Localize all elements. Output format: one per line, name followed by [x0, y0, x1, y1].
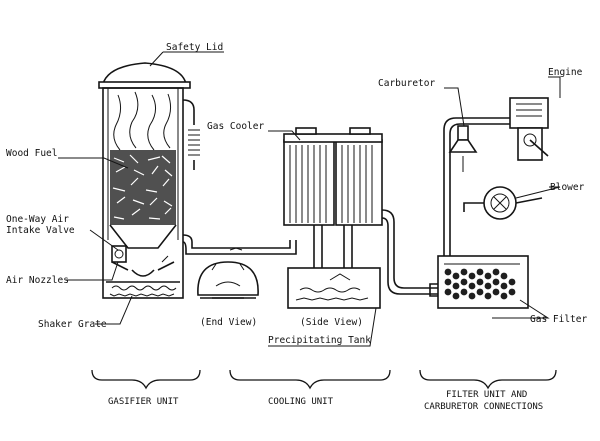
cooling-unit: [197, 127, 440, 309]
label-air-nozzles: Air Nozzles: [6, 275, 69, 286]
label-wood-fuel: Wood Fuel: [6, 148, 57, 159]
label-blower: Blower: [550, 182, 585, 193]
label-gas-cooler: Gas Cooler: [207, 121, 264, 132]
bracket-gasifier: [91, 369, 201, 390]
section-filter-unit-line2: CARBURETOR CONNECTIONS: [424, 402, 543, 412]
label-side-view: (Side View): [300, 317, 363, 328]
label-carburetor: Carburetor: [378, 78, 435, 89]
section-gasifier-unit: GASIFIER UNIT: [108, 397, 179, 407]
tank-end-view: [197, 261, 259, 299]
section-filter-unit-line1: FILTER UNIT AND: [446, 390, 527, 400]
label-end-view: (End View): [200, 317, 257, 328]
label-intake-valve-line2: Intake Valve: [6, 225, 75, 236]
gas-filter: [437, 255, 529, 309]
label-engine: Engine: [548, 67, 583, 78]
shaker-grate: [106, 281, 180, 297]
label-safety-lid: Safety Lid: [166, 42, 223, 53]
carburetor: [448, 125, 478, 172]
gas-pipe-gasifier-to-cooler: [182, 234, 297, 255]
safety-lid: [101, 62, 187, 85]
section-cooling-unit: COOLING UNIT: [268, 397, 334, 407]
one-way-air-intake-valve: [111, 245, 127, 263]
filter-unit: [429, 97, 549, 309]
label-precipitating-tank: Precipitating Tank: [268, 335, 371, 346]
label-intake-valve-line1: One-Way Air: [6, 214, 69, 225]
leader-lines: [58, 51, 561, 347]
bracket-cooling: [229, 369, 391, 390]
gasifier-unit: [98, 62, 200, 299]
engine: [509, 97, 549, 161]
label-gas-filter: Gas Filter: [530, 314, 587, 325]
bracket-filter: [419, 369, 557, 390]
gasifier-vessel: [102, 87, 184, 299]
gas-cooler: [283, 127, 383, 226]
section-brackets: [91, 369, 557, 390]
precipitating-tank: [287, 267, 381, 309]
label-shaker-grate: Shaker Grate: [38, 319, 107, 330]
blower: [463, 186, 543, 220]
wood-fuel: [110, 150, 176, 225]
